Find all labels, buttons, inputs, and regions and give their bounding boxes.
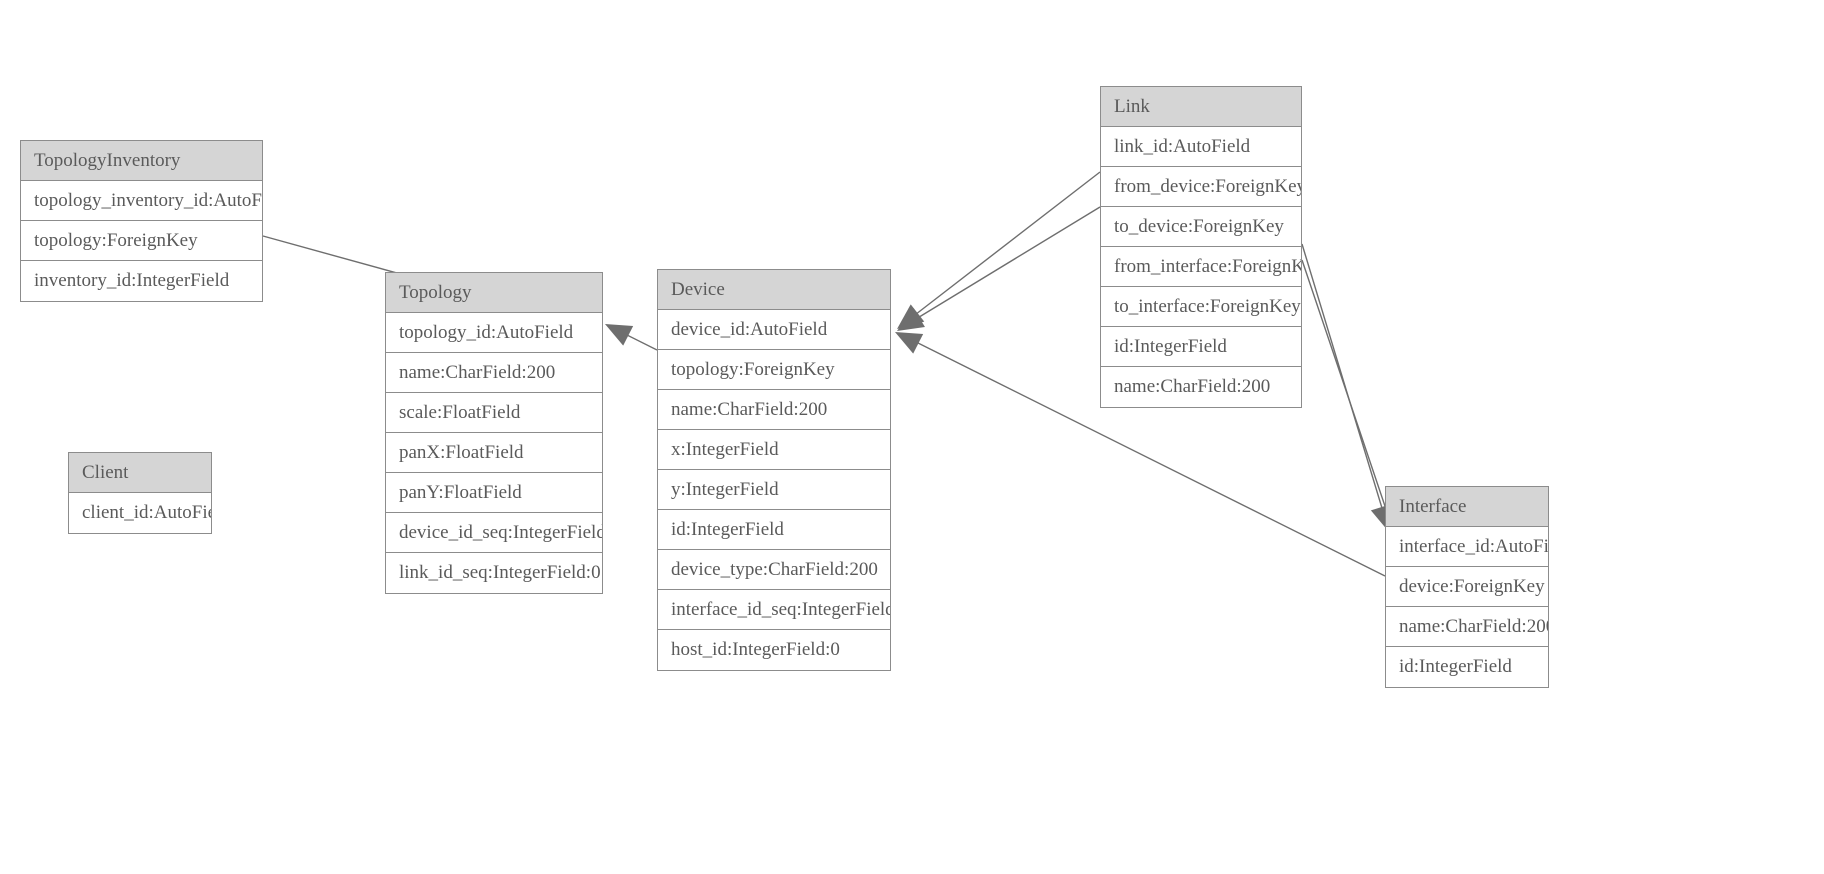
entity-field: panY:FloatField [386, 473, 602, 513]
entity-title-device: Device [658, 270, 890, 310]
entity-field: from_interface:ForeignKey [1101, 247, 1301, 287]
entity-field: device_type:CharField:200 [658, 550, 890, 590]
entity-field: topology:ForeignKey [21, 221, 262, 261]
relationship-edge [910, 206, 1101, 323]
entity-field: device_id:AutoField [658, 310, 890, 350]
entity-field: panX:FloatField [386, 433, 602, 473]
entity-field: topology:ForeignKey [658, 350, 890, 390]
relationship-edge [1301, 259, 1390, 519]
entity-title-topology_inventory: TopologyInventory [21, 141, 262, 181]
entity-field: link_id_seq:IntegerField:0 [386, 553, 602, 593]
entity-field: device:ForeignKey [1386, 567, 1548, 607]
relationship-arrowhead [605, 324, 634, 346]
entity-field: name:CharField:200 [658, 390, 890, 430]
entity-title-topology: Topology [386, 273, 602, 313]
entity-field: topology_id:AutoField [386, 313, 602, 353]
entity-field: name:CharField:200 [1386, 607, 1548, 647]
relationship-edge [1301, 243, 1386, 519]
entity-title-interface: Interface [1386, 487, 1548, 527]
entity-field: interface_id_seq:IntegerField:0 [658, 590, 890, 630]
entity-field: link_id:AutoField [1101, 127, 1301, 167]
entity-field: client_id:AutoField [69, 493, 211, 533]
entity-field: from_device:ForeignKey [1101, 167, 1301, 207]
entity-title-client: Client [69, 453, 211, 493]
entity-field: name:CharField:200 [386, 353, 602, 393]
entity-field: device_id_seq:IntegerField:0 [386, 513, 602, 553]
entity-field: y:IntegerField [658, 470, 890, 510]
entity-box-interface[interactable]: Interfaceinterface_id:AutoFielddevice:Fo… [1385, 486, 1549, 688]
entity-field: topology_inventory_id:AutoField [21, 181, 262, 221]
entity-field: id:IntegerField [1386, 647, 1548, 687]
entity-field: id:IntegerField [1101, 327, 1301, 367]
relationship-arrowhead [897, 304, 925, 329]
entity-field: to_interface:ForeignKey [1101, 287, 1301, 327]
relationship-edge [910, 171, 1101, 319]
entity-field: scale:FloatField [386, 393, 602, 433]
entity-field: id:IntegerField [658, 510, 890, 550]
entity-field: x:IntegerField [658, 430, 890, 470]
entity-field: host_id:IntegerField:0 [658, 630, 890, 670]
relationship-edge [616, 329, 658, 351]
relationship-arrowhead [897, 308, 925, 331]
entity-field: name:CharField:200 [1101, 367, 1301, 407]
entity-field: inventory_id:IntegerField [21, 261, 262, 301]
entity-title-link: Link [1101, 87, 1301, 127]
entity-field: to_device:ForeignKey [1101, 207, 1301, 247]
relationship-arrowhead [895, 332, 924, 354]
entity-field: interface_id:AutoField [1386, 527, 1548, 567]
